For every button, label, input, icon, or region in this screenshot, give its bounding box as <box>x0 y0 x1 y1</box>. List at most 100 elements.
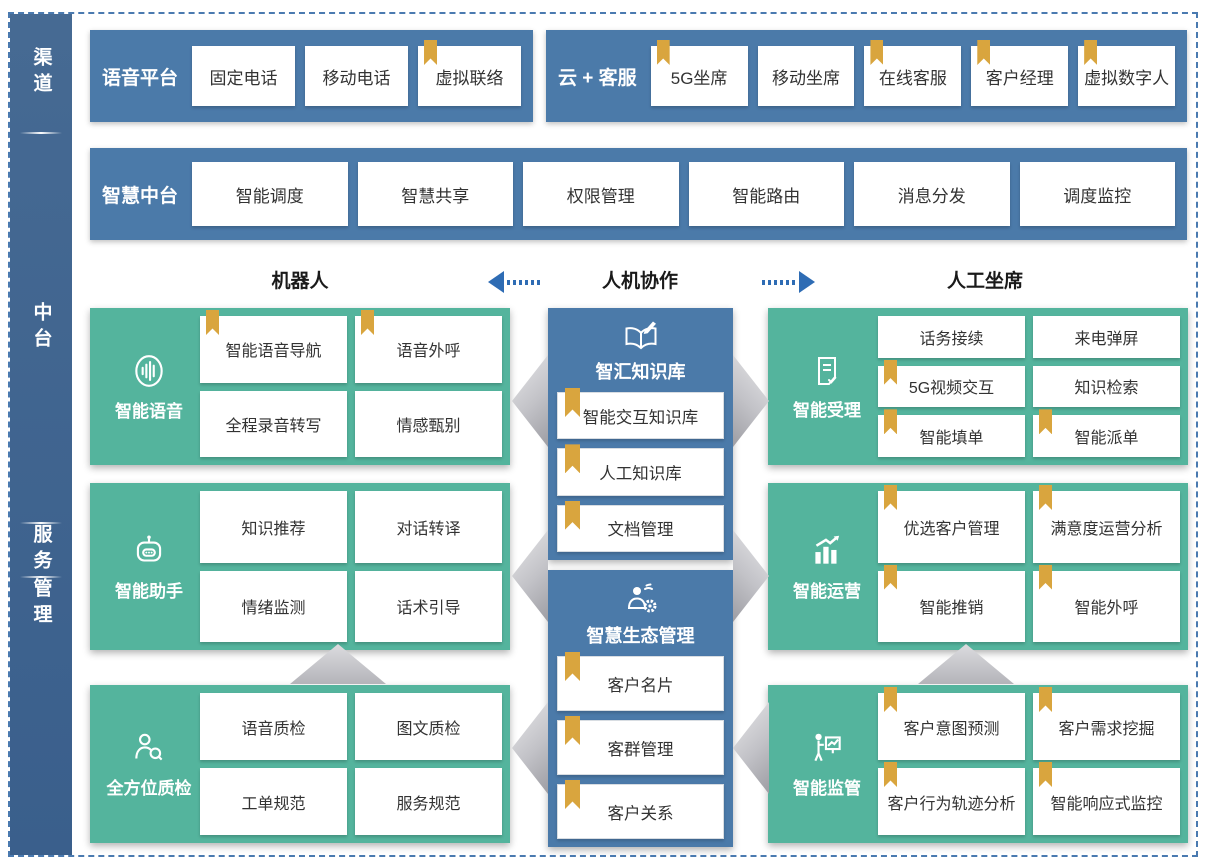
bookmark-ribbon-icon <box>977 40 991 65</box>
feature-item: 图文质检 <box>355 693 502 760</box>
channel-item-label: 固定电话 <box>209 68 278 88</box>
feature-item-label: 智能派单 <box>1074 430 1139 448</box>
feature-item-label: 满意度运营分析 <box>1050 520 1163 538</box>
feature-item-label: 客户行为轨迹分析 <box>887 795 1016 813</box>
panel-title: 语音平台 <box>102 67 179 89</box>
midplatform-item: 智能调度 <box>192 162 348 226</box>
bookmark-ribbon-icon <box>884 359 897 385</box>
feature-item: 智能响应式监控 <box>1033 762 1180 835</box>
feature-item-label: 图文质检 <box>396 720 461 738</box>
panel-title: 智能运营 <box>793 581 861 601</box>
sidebar-section-midplatform: 中台 <box>10 134 72 522</box>
channel-item-label: 移动电话 <box>322 68 391 88</box>
feature-item: 满意度运营分析 <box>1033 485 1180 563</box>
feature-item: 智能派单 <box>1033 409 1180 457</box>
smart-acceptance-items: 话务接续 来电弹屏 5G视频交互 知识检索 <box>878 316 1180 457</box>
bookmark-ribbon-icon <box>884 687 897 712</box>
collaboration-label: 人机协作 <box>601 271 678 292</box>
feature-item: 话术引导 <box>355 570 502 642</box>
feature-item: 语音外呼 <box>355 310 502 383</box>
feature-item-label: 情绪监测 <box>241 600 306 618</box>
gray-arrow-left-icon <box>512 530 548 622</box>
midplatform-item-label: 权限管理 <box>566 186 635 206</box>
smart-voice-panel: 智能语音 智能语音导航 语音外呼 全程录音转 <box>90 308 510 465</box>
panel-title: 智慧中台 <box>102 185 179 207</box>
feature-item: 客户行为轨迹分析 <box>878 762 1025 835</box>
collaboration-header: 机器人 人机协作 人工坐席 <box>90 262 1187 300</box>
knowledge-base-items: 智能交互知识库 人工知识库 文档管理 <box>557 388 724 552</box>
feature-item: 客户意图预测 <box>878 687 1025 760</box>
feature-item-label: 智能填单 <box>919 430 984 448</box>
bookmark-ribbon-icon <box>1039 409 1052 435</box>
channel-item: 虚拟数字人 <box>1078 40 1176 106</box>
sidebar-section-management: 管理 <box>10 578 72 630</box>
channels-row: 语音平台 固定电话 移动电话 <box>90 30 1187 122</box>
gray-arrow-up-icon <box>918 644 1014 684</box>
knowledge-item-label: 智能交互知识库 <box>582 408 699 427</box>
main-content: 语音平台 固定电话 移动电话 <box>90 14 1188 855</box>
feature-item-label: 优选客户管理 <box>903 520 1000 538</box>
bookmark-ribbon-icon <box>884 485 897 510</box>
bookmark-ribbon-icon <box>206 310 219 335</box>
bookmark-ribbon-icon <box>884 564 897 590</box>
channel-item: 在线客服 <box>864 40 962 106</box>
feature-item: 智能推销 <box>878 564 1025 642</box>
bookmark-ribbon-icon <box>1039 564 1052 590</box>
feature-item-label: 5G视频交互 <box>908 380 995 398</box>
feature-item: 知识推荐 <box>200 491 347 563</box>
panel-title: 智能助手 <box>115 581 183 601</box>
feature-item: 5G视频交互 <box>878 359 1025 408</box>
feature-item: 对话转译 <box>355 491 502 563</box>
channel-item-label: 虚拟数字人 <box>1084 68 1170 88</box>
panel-title: 全方位质检 <box>106 779 192 798</box>
cloud-service-panel: 云 + 客服 5G坐席 移动坐席 <box>546 30 1187 122</box>
feature-item: 智能外呼 <box>1033 564 1180 642</box>
ecosystem-item-label: 客户名片 <box>607 676 674 695</box>
knowledge-item-label: 人工知识库 <box>599 464 682 483</box>
gray-arrow-left-icon <box>512 702 548 794</box>
panel-title: 智慧生态管理 <box>586 626 695 646</box>
ecosystem-item-label: 客户关系 <box>607 804 674 823</box>
feature-item: 优选客户管理 <box>878 485 1025 563</box>
panel-title: 智能语音 <box>115 401 183 421</box>
quality-inspection-panel: 全方位质检 语音质检 图文质检 工单规范 <box>90 685 510 843</box>
robot-column-label: 机器人 <box>271 271 329 292</box>
feature-item: 客户需求挖掘 <box>1033 687 1180 760</box>
gray-arrow-up-icon <box>290 644 386 684</box>
bookmark-ribbon-icon <box>870 40 884 65</box>
channel-item: 移动电话 <box>305 46 409 106</box>
sidebar-divider <box>20 522 62 524</box>
feature-item-label: 语音外呼 <box>396 343 461 361</box>
sidebar-label: 服务 <box>30 524 52 576</box>
bookmark-ribbon-icon <box>884 762 897 787</box>
bookmark-ribbon-icon <box>656 40 670 65</box>
ecosystem-item-label: 客群管理 <box>607 740 674 759</box>
feature-item: 全程录音转写 <box>200 390 347 457</box>
feature-item-label: 服务规范 <box>396 795 461 813</box>
sidebar-label: 中台 <box>30 302 52 354</box>
feature-item-label: 智能外呼 <box>1074 600 1139 618</box>
ecosystem-person-icon <box>621 582 661 618</box>
channel-item: 移动坐席 <box>757 46 855 106</box>
cloud-service-items: 5G坐席 移动坐席 在线客服 <box>650 40 1176 106</box>
sidebar-section-channels: 渠道 <box>10 14 72 132</box>
sidebar-divider <box>20 132 62 134</box>
document-check-icon <box>809 353 845 389</box>
ecosystem-item: 客户关系 <box>557 780 724 839</box>
midplatform-item-label: 智能路由 <box>732 186 801 206</box>
knowledge-item: 文档管理 <box>557 500 724 552</box>
book-pen-icon <box>620 320 662 354</box>
midplatform-item: 消息分发 <box>854 162 1010 226</box>
knowledge-base-panel: 智汇知识库 智能交互知识库 人工知识库 文档 <box>548 308 733 560</box>
feature-item: 工单规范 <box>200 768 347 835</box>
ecosystem-management-panel: 智慧生态管理 客户名片 客群管理 客户关系 <box>548 570 733 847</box>
panel-title: 云 + 客服 <box>558 67 637 89</box>
ecosystem-item: 客群管理 <box>557 716 724 775</box>
voice-platform-items: 固定电话 移动电话 虚拟联络 <box>192 40 522 106</box>
feature-item: 智能语音导航 <box>200 310 347 383</box>
voice-platform-panel: 语音平台 固定电话 移动电话 <box>90 30 533 122</box>
feature-item-label: 工单规范 <box>241 795 306 813</box>
bookmark-ribbon-icon <box>1039 687 1052 712</box>
midplatform-item-label: 智能调度 <box>235 186 304 206</box>
midplatform-item: 调度监控 <box>1019 162 1176 226</box>
